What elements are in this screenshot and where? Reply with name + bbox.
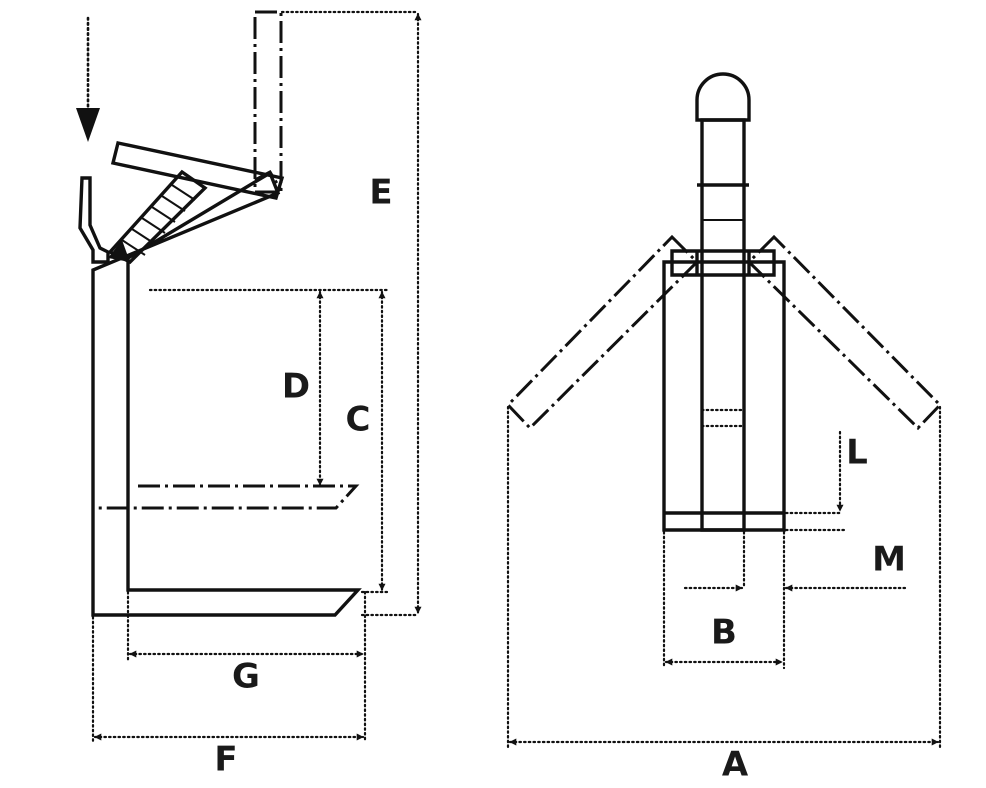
left-arm-folded	[505, 234, 700, 431]
front-frame	[662, 260, 786, 532]
label-g: G	[232, 657, 260, 697]
tilted-arm	[110, 140, 285, 200]
front-view	[505, 72, 943, 750]
side-view	[76, 10, 422, 744]
label-d: D	[282, 367, 310, 407]
shelf-dashed	[93, 484, 360, 510]
central-column	[700, 118, 746, 532]
label-e: E	[369, 173, 392, 213]
label-l: L	[846, 433, 868, 473]
label-c: C	[346, 400, 371, 440]
right-arm-folded	[746, 234, 943, 431]
label-a: A	[722, 745, 749, 785]
label-f: F	[214, 740, 237, 780]
frame-outline	[91, 170, 362, 617]
label-m: M	[872, 540, 906, 580]
handle	[78, 176, 110, 264]
label-b: B	[711, 613, 737, 653]
top-knob	[695, 72, 751, 122]
collar	[670, 249, 776, 277]
post-folded	[253, 10, 283, 194]
spring-rung	[107, 169, 208, 265]
